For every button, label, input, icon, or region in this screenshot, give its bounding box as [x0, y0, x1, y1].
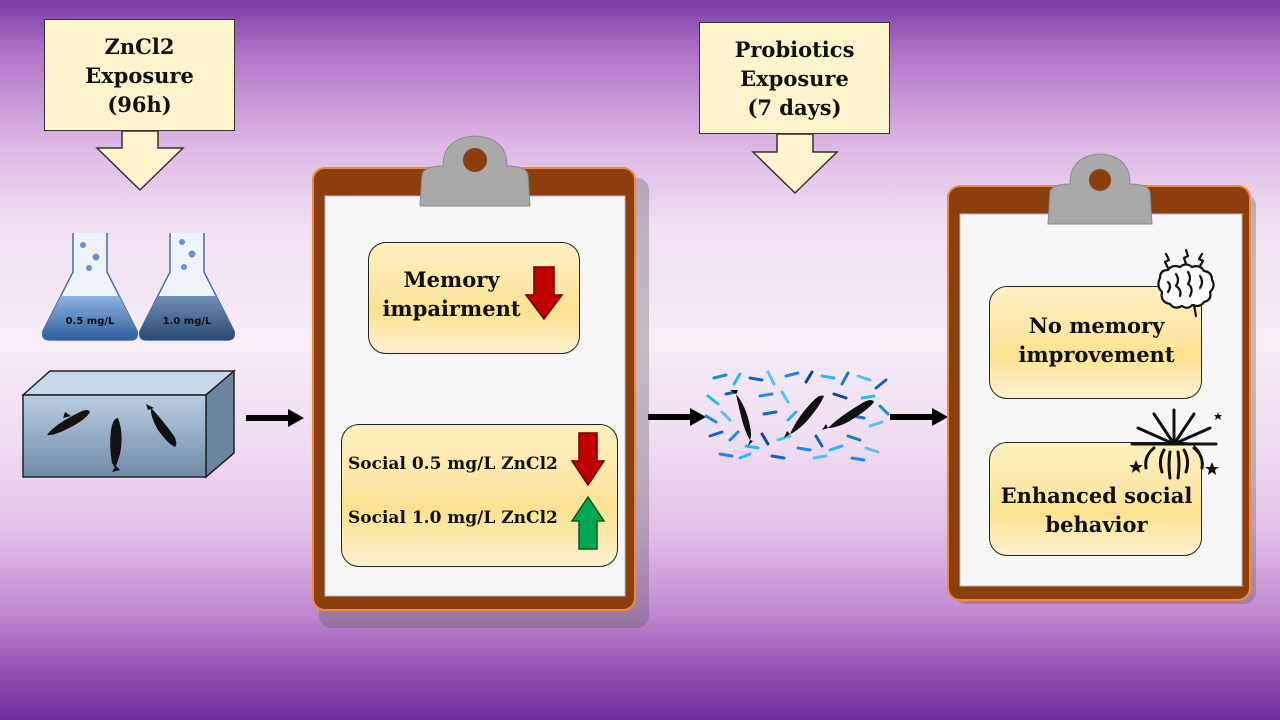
- arrow-tank-to-clipboard-icon: [246, 409, 304, 427]
- social-behavior-card: Social 0.5 mg/L ZnCl2 Social 1.0 mg/L Zn…: [341, 424, 618, 567]
- memory-impairment-line1: Memory: [403, 267, 500, 292]
- probiotics-duration: (7 days): [747, 94, 842, 120]
- flask-1-0-label: 1.0 mg/L: [162, 316, 212, 327]
- probiotics-exposure-box: Probiotics Exposure (7 days): [699, 22, 890, 134]
- enhanced-social-text: Enhanced social behavior: [990, 481, 1203, 539]
- probiotics-exposure-callout: Probiotics Exposure (7 days): [695, 22, 895, 197]
- memory-down-arrow-icon: [524, 266, 564, 321]
- zncl2-duration: (96h): [107, 91, 172, 117]
- social-0-5-text: Social 0.5 mg/L ZnCl2: [348, 454, 558, 474]
- zncl2-exposure-label: Exposure: [85, 62, 194, 88]
- no-memory-improvement-text: No memory improvement: [990, 311, 1203, 369]
- zncl2-exposure-box: ZnCl2 Exposure (96h): [44, 19, 235, 131]
- brain-icon: [1157, 248, 1215, 318]
- zncl2-down-pointer-icon: [95, 130, 185, 192]
- fish-tank-icon: [21, 369, 237, 479]
- memory-impairment-line2: impairment: [382, 296, 521, 321]
- flask-1-0-icon: [138, 233, 236, 341]
- clipboard-probiotics-results: No memory improvement Enhanced social be…: [940, 150, 1260, 610]
- no-memory-improvement-card: No memory improvement: [989, 286, 1202, 399]
- social-0-5-down-arrow-icon: [570, 432, 606, 487]
- no-memory-line1: No memory: [1028, 313, 1165, 338]
- zncl2-exposure-callout: ZnCl2 Exposure (96h): [40, 18, 240, 193]
- memory-impairment-card: Memory impairment: [368, 242, 580, 354]
- clipboard-zncl2-results: Memory impairment Social 0.5 mg/L ZnCl2 …: [305, 130, 655, 630]
- flask-0-5-icon: [41, 233, 139, 341]
- enhanced-social-line2: behavior: [1045, 512, 1148, 537]
- arrow-clipboard-to-probiotics-icon: [648, 408, 706, 426]
- social-1-0-text: Social 1.0 mg/L ZnCl2: [348, 508, 558, 528]
- probiotics-bacteria-fish-icon: [704, 370, 890, 462]
- probiotics-title: Probiotics: [734, 36, 855, 62]
- fireworks-icon: [1129, 408, 1222, 480]
- arrow-probiotics-to-clipboard-icon: [890, 408, 948, 426]
- memory-impairment-text: Memory impairment: [379, 265, 524, 323]
- probiotics-exposure-label: Exposure: [740, 65, 849, 91]
- probiotics-down-pointer-icon: [751, 133, 839, 195]
- flask-0-5-label: 0.5 mg/L: [65, 316, 115, 327]
- enhanced-social-behavior-card: Enhanced social behavior: [989, 442, 1202, 556]
- zncl2-title: ZnCl2: [104, 33, 175, 59]
- enhanced-social-line1: Enhanced social: [1000, 483, 1193, 508]
- social-1-0-up-arrow-icon: [570, 495, 606, 550]
- no-memory-line2: improvement: [1018, 342, 1175, 367]
